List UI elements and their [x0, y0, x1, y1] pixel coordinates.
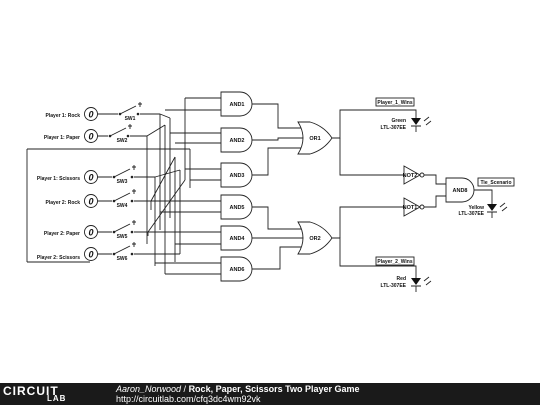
source-value: 0	[88, 250, 93, 260]
switch-sw2: SW2	[97, 124, 147, 144]
output-tag-player-2-wins: Player_2_Wins	[375, 256, 415, 266]
and-gate-and5: AND5	[220, 194, 253, 220]
gate-label: AND1	[230, 102, 245, 108]
source-value: 0	[88, 228, 93, 238]
gate-label: OR1	[309, 136, 320, 142]
input-label: Player 1: Scissors	[37, 176, 80, 182]
led-yellow: Yellow LTL-307EE	[459, 202, 508, 218]
circuit-url[interactable]: http://circuitlab.com/cfq3dc4wm92vk	[116, 394, 261, 404]
led-part-label: LTL-307EE	[459, 211, 485, 217]
switch-label: SW4	[117, 203, 128, 209]
input-source-2: Player 1: Paper 0	[44, 129, 98, 143]
gate-label: AND5	[230, 205, 245, 211]
and-input-wires	[147, 97, 221, 275]
switch-sw5: SW5	[97, 220, 148, 240]
tag-label: Player_1_Wins	[377, 100, 412, 106]
not-gate-not1: NOT1	[403, 197, 425, 217]
input-source-5: Player 2: Paper 0	[44, 225, 98, 239]
source-value: 0	[88, 132, 93, 142]
output-tag-tie-scenario: Tie_Scenario	[477, 177, 515, 187]
input-label: Player 2: Scissors	[37, 255, 80, 261]
and8-output-wire	[474, 189, 493, 204]
switch-label: SW1	[125, 116, 136, 122]
input-source-6: Player 2: Scissors 0	[37, 247, 98, 261]
led-part-label: LTL-307EE	[381, 283, 407, 289]
output-tag-player-1-wins: Player_1_Wins	[375, 97, 415, 107]
not-output-wires	[424, 174, 446, 208]
led-part-label: LTL-307EE	[381, 125, 407, 131]
gate-label: NOT1	[403, 205, 418, 211]
circuit-title: Rock, Paper, Scissors Two Player Game	[188, 384, 360, 394]
switch-sw3: SW3	[97, 165, 155, 185]
separator: /	[181, 384, 189, 394]
circuit-schematic: Player 1: Rock 0 Player 1: Paper 0 Playe…	[26, 91, 515, 292]
footer-caption: Aaron_Norwood / Rock, Paper, Scissors Tw…	[116, 384, 359, 404]
source-value: 0	[88, 173, 93, 183]
distribution-bus-wires	[146, 98, 191, 274]
and-gate-and3: AND3	[220, 162, 253, 188]
tag-label: Player_2_Wins	[377, 259, 412, 265]
switch-sw6: SW6	[97, 242, 180, 262]
input-label: Player 2: Paper	[44, 231, 80, 237]
logo-top-text: CIRCUIT	[3, 384, 59, 398]
switch-label: SW5	[117, 234, 128, 240]
switch-label: SW3	[117, 179, 128, 185]
source-value: 0	[88, 197, 93, 207]
switch-sw4: SW4	[97, 189, 151, 209]
switch-label: SW6	[117, 256, 128, 262]
input-label: Player 1: Paper	[44, 135, 80, 141]
input-source-1: Player 1: Rock 0	[46, 107, 98, 121]
switch-sw1: SW1	[97, 102, 160, 122]
or-gate-or1: OR1	[297, 121, 333, 155]
input-label: Player 1: Rock	[46, 113, 81, 119]
gate-label: OR2	[309, 236, 320, 242]
input-label: Player 2: Rock	[46, 200, 81, 206]
and-gate-and8: AND8	[445, 177, 475, 203]
input-source-3: Player 1: Scissors 0	[37, 170, 98, 184]
gate-label: AND4	[230, 236, 246, 242]
led-color-label: Green	[392, 118, 406, 124]
left-bus-wires	[26, 148, 190, 263]
or-output-wires	[332, 109, 417, 278]
and-gate-and1: AND1	[220, 91, 253, 117]
led-color-label: Red	[397, 276, 406, 282]
not-gate-not2: NOT2	[403, 165, 425, 185]
led-green: Green LTL-307EE	[381, 116, 432, 132]
author-link[interactable]: Aaron_Norwood	[116, 384, 182, 394]
tag-label: Tie_Scenario	[480, 180, 511, 186]
and-gate-and4: AND4	[220, 225, 253, 251]
switch-label: SW2	[117, 138, 128, 144]
logo-bottom-text: LAB	[47, 394, 67, 403]
gate-label: AND6	[230, 267, 245, 273]
led-color-label: Yellow	[468, 205, 484, 211]
and-gate-and2: AND2	[220, 127, 253, 153]
footer-bar: CIRCUIT LAB Aaron_Norwood / Rock, Paper,…	[0, 383, 540, 405]
input-source-4: Player 2: Rock 0	[46, 194, 98, 208]
gate-label: AND2	[230, 138, 245, 144]
source-value: 0	[88, 110, 93, 120]
gate-label: AND8	[453, 188, 468, 194]
circuitlab-logo: CIRCUIT LAB	[3, 385, 89, 403]
and-gate-and6: AND6	[220, 256, 253, 282]
and-output-wires	[252, 103, 303, 270]
gate-label: NOT2	[403, 173, 418, 179]
gate-label: AND3	[230, 173, 245, 179]
or-gate-or2: OR2	[297, 221, 333, 255]
led-red: Red LTL-307EE	[381, 276, 432, 292]
